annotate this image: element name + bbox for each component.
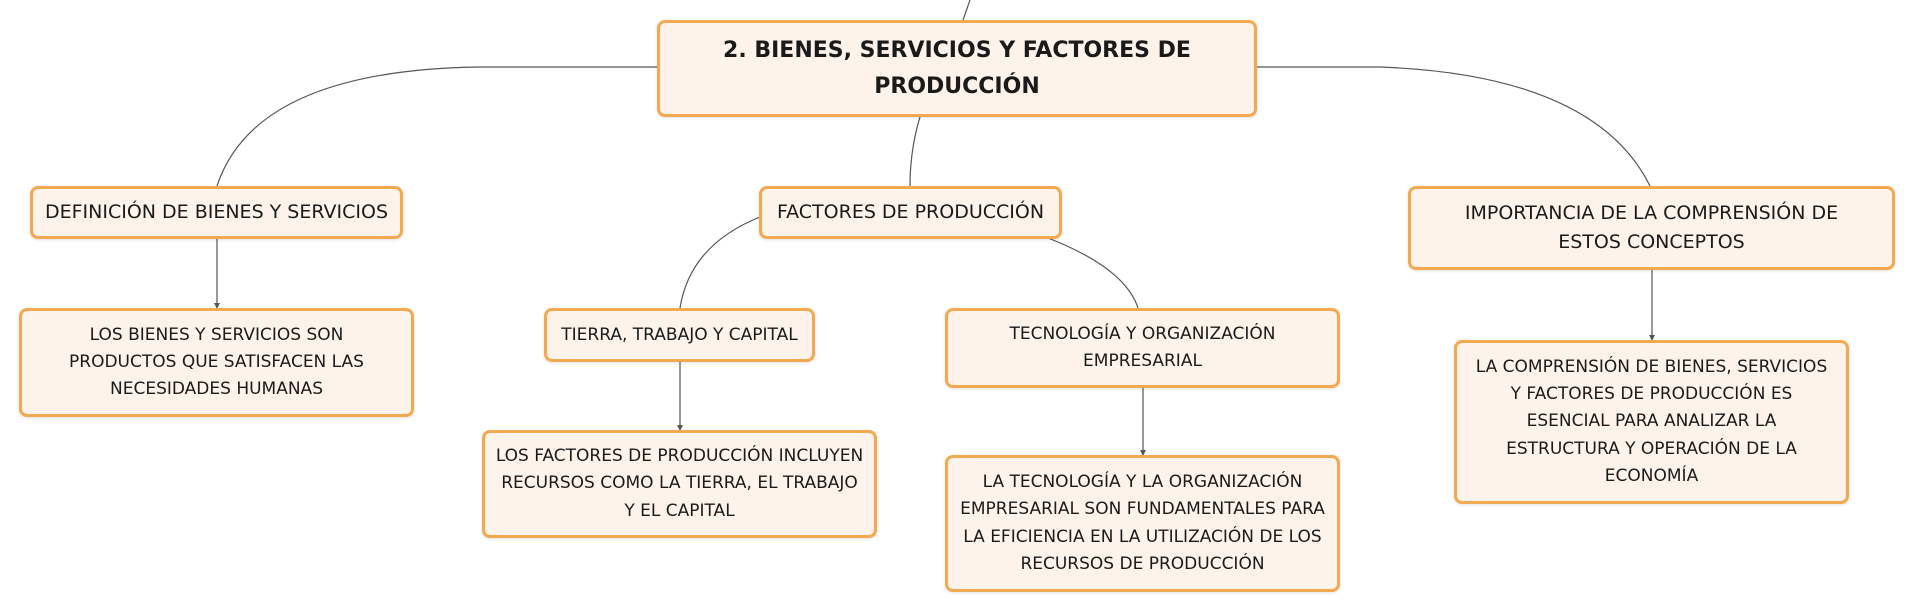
arrowhead [214,303,220,309]
node-tierra-detail-text: LOS FACTORES DE PRODUCCIÓN INCLUYEN RECU… [495,446,864,521]
node-factores[interactable]: FACTORES DE PRODUCCIÓN [759,186,1062,239]
node-importancia-detail-text: LA COMPRENSIÓN DE BIENES, SERVICIOS Y FA… [1475,357,1828,486]
node-tecnologia-label: TECNOLOGÍA Y ORGANIZACIÓN EMPRESARIAL [1009,323,1276,371]
root-node[interactable]: 2. BIENES, SERVICIOS Y FACTORES DE PRODU… [657,20,1257,117]
node-definicion-detail-text: LOS BIENES Y SERVICIOS SON PRODUCTOS QUE… [69,324,364,400]
node-tierra-label: TIERRA, TRABAJO Y CAPITAL [561,324,798,345]
node-importancia-detail[interactable]: LA COMPRENSIÓN DE BIENES, SERVICIOS Y FA… [1454,340,1849,504]
arrowhead [1649,335,1655,341]
edge-factores-tecnologia [1047,237,1139,309]
node-importancia[interactable]: IMPORTANCIA DE LA COMPRENSIÓN DE ESTOS C… [1408,186,1895,270]
arrowhead [677,425,683,431]
edge-root-importancia [1256,66,1651,187]
edge-root-definicion [216,66,658,187]
node-definicion-detail[interactable]: LOS BIENES Y SERVICIOS SON PRODUCTOS QUE… [19,308,414,417]
node-tierra-detail[interactable]: LOS FACTORES DE PRODUCCIÓN INCLUYEN RECU… [482,430,877,538]
node-tecnologia-detail-text: LA TECNOLOGÍA Y LA ORGANIZACIÓN EMPRESAR… [960,472,1325,574]
node-definicion[interactable]: DEFINICIÓN DE BIENES Y SERVICIOS [30,186,403,239]
node-tecnologia-detail[interactable]: LA TECNOLOGÍA Y LA ORGANIZACIÓN EMPRESAR… [945,455,1340,592]
edge-root-factores [909,116,921,187]
node-factores-label: FACTORES DE PRODUCCIÓN [776,200,1045,223]
node-tecnologia[interactable]: TECNOLOGÍA Y ORGANIZACIÓN EMPRESARIAL [945,308,1340,388]
node-importancia-label: IMPORTANCIA DE LA COMPRENSIÓN DE ESTOS C… [1464,201,1839,253]
node-tierra[interactable]: TIERRA, TRABAJO Y CAPITAL [544,308,815,362]
node-definicion-label: DEFINICIÓN DE BIENES Y SERVICIOS [44,200,389,223]
root-node-label: 2. BIENES, SERVICIOS Y FACTORES DE PRODU… [723,38,1191,99]
edge-factores-tierra [679,216,761,309]
edge-offscreen-root [962,0,971,21]
arrowhead [1140,450,1146,456]
